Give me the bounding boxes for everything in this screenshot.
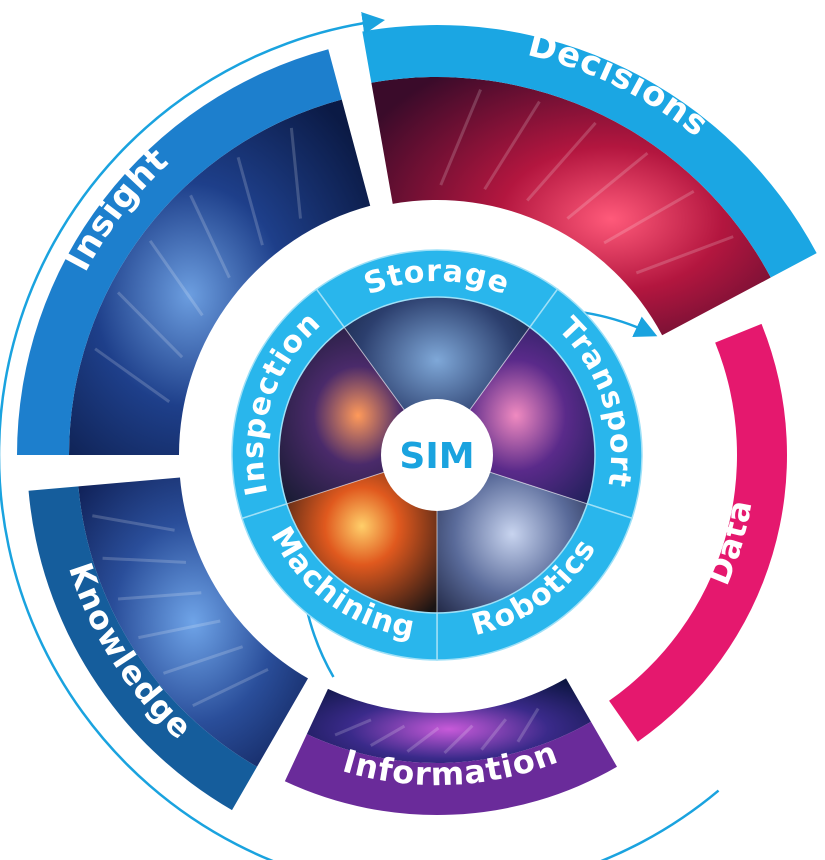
knowledge-photo-streak bbox=[102, 556, 187, 564]
decisions-photo-streak bbox=[483, 100, 541, 191]
insight-photo-streak bbox=[116, 291, 184, 359]
information-photo bbox=[306, 678, 591, 763]
storage-photo bbox=[344, 297, 530, 455]
data-band bbox=[609, 323, 787, 742]
information-photo-streak bbox=[480, 718, 507, 751]
information-photo-streak bbox=[406, 726, 440, 753]
insight-photo-streak bbox=[289, 127, 302, 219]
knowledge-photo bbox=[78, 477, 309, 767]
center-label: SIM bbox=[399, 436, 474, 477]
knowledge-photo-streak bbox=[117, 591, 202, 601]
information-band bbox=[284, 721, 617, 815]
center-hub: SIM bbox=[381, 399, 493, 511]
insight-photo-streak bbox=[236, 156, 264, 246]
decisions-photo-streak bbox=[566, 151, 649, 220]
decisions-photo-streak bbox=[635, 235, 734, 275]
decisions-photo-streak bbox=[526, 121, 597, 202]
knowledge-photo-streak bbox=[162, 645, 244, 675]
knowledge-band bbox=[28, 486, 257, 811]
information-photo-streak bbox=[334, 718, 372, 737]
decisions-photo bbox=[371, 76, 771, 336]
inner-ring-band bbox=[231, 249, 643, 661]
information-photo-streak bbox=[443, 724, 474, 754]
decisions-band bbox=[362, 25, 817, 278]
knowledge-photo-streak bbox=[192, 668, 269, 708]
inspection-band bbox=[231, 288, 346, 520]
knowledge-photo-streak bbox=[92, 514, 175, 532]
outer-ring-photos bbox=[69, 76, 771, 767]
insight-photo-streak bbox=[148, 239, 204, 317]
center-circle bbox=[381, 399, 493, 511]
information-photo-streak bbox=[369, 724, 406, 747]
insight-band bbox=[17, 49, 342, 455]
decisions-photo-streak bbox=[439, 89, 482, 186]
outer-cycle-arrow bbox=[0, 12, 720, 860]
insight-photo-streak bbox=[94, 347, 171, 403]
knowledge-photo-streak bbox=[138, 619, 221, 640]
information-photo-streak bbox=[516, 707, 540, 743]
insight-photo bbox=[69, 99, 371, 455]
insight-photo-streak bbox=[189, 194, 231, 279]
decisions-photo-streak bbox=[603, 190, 695, 245]
outer-ring-bands bbox=[17, 25, 817, 815]
